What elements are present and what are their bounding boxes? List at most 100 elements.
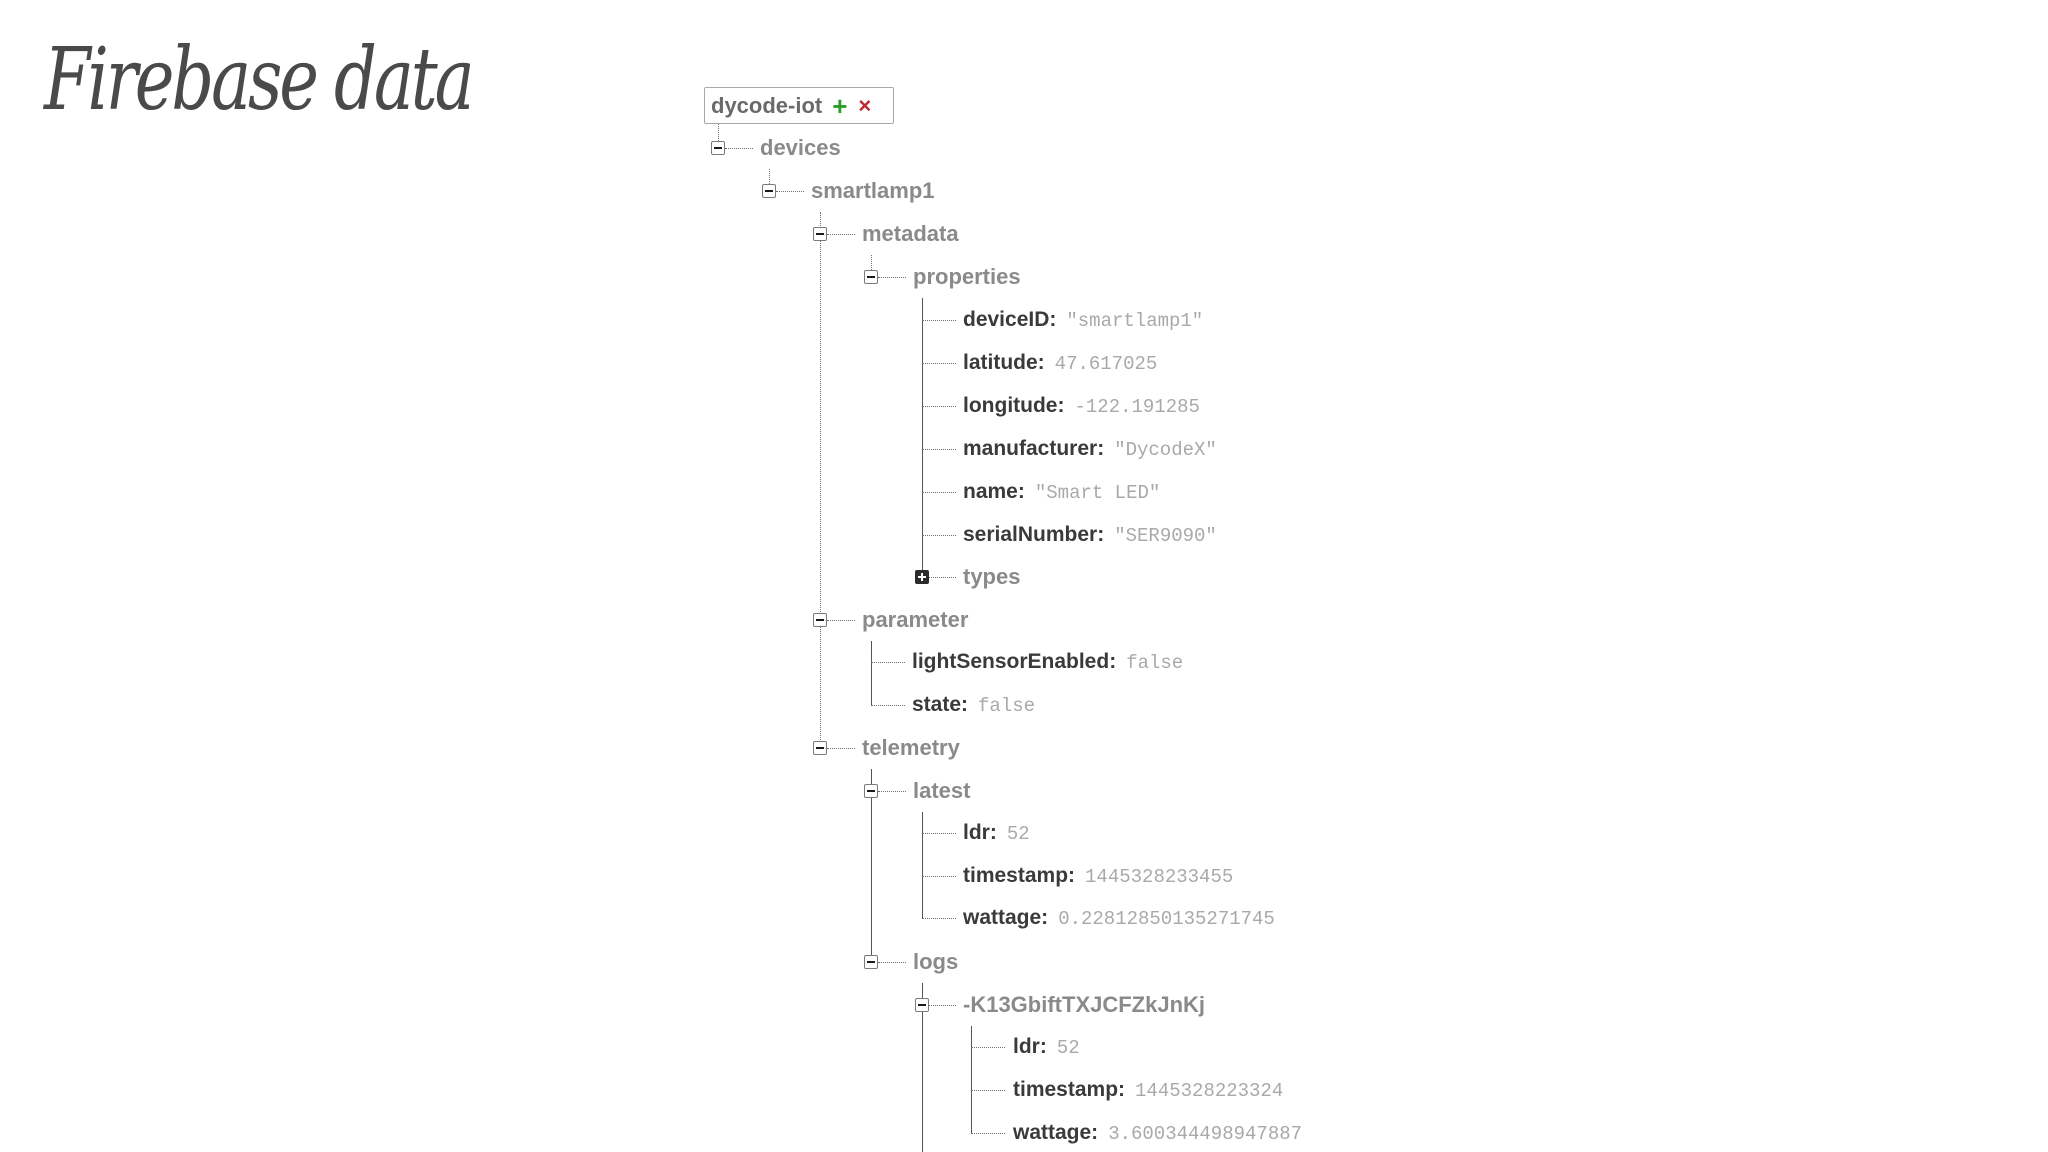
collapse-icon[interactable] [864, 270, 878, 284]
tree-connector [929, 577, 956, 578]
tree-leaf[interactable]: timestamp: 1445328233455 [963, 865, 1233, 887]
tree-connector [827, 620, 855, 621]
leaf-value: 1445328223324 [1135, 1080, 1284, 1102]
tree-leaf[interactable]: ldr: 52 [1013, 1036, 1080, 1058]
leaf-key: manufacturer: [963, 437, 1105, 460]
tree-node-parameter[interactable]: parameter [862, 607, 969, 632]
tree-connector [878, 277, 906, 278]
tree-leaf[interactable]: manufacturer: "DycodeX" [963, 438, 1217, 460]
tree-connector [725, 148, 753, 149]
expand-icon[interactable] [915, 570, 929, 584]
collapse-icon[interactable] [711, 141, 725, 155]
tree-node-latest[interactable]: latest [913, 778, 971, 803]
tree-connector [971, 1133, 1005, 1134]
tree-connector [922, 983, 923, 1152]
leaf-value: 3.600344498947887 [1108, 1123, 1303, 1145]
leaf-value: 1445328233455 [1085, 866, 1234, 888]
leaf-value: "smartlamp1" [1066, 310, 1204, 332]
tree-connector [820, 212, 821, 748]
tree-connector [871, 255, 872, 270]
tree-connector [776, 191, 804, 192]
tree-connector [827, 748, 855, 749]
leaf-key: ldr: [1013, 1035, 1047, 1058]
plus-icon[interactable]: + [832, 90, 848, 121]
tree-connector [922, 833, 956, 834]
tree-connector [922, 812, 923, 918]
tree-leaf[interactable]: serialNumber: "SER9090" [963, 524, 1217, 546]
tree-leaf[interactable]: wattage: 3.600344498947887 [1013, 1122, 1302, 1144]
leaf-key: serialNumber: [963, 523, 1105, 546]
tree-connector [922, 406, 956, 407]
leaf-key: state: [912, 693, 969, 716]
tree-connector [929, 1005, 956, 1006]
tree-connector [871, 662, 905, 663]
tree-node-metadata[interactable]: metadata [862, 221, 959, 246]
leaf-key: latitude: [963, 351, 1045, 374]
tree-connector [922, 876, 956, 877]
tree-node-devices[interactable]: devices [760, 135, 841, 160]
leaf-key: longitude: [963, 394, 1065, 417]
tree-connector [971, 1090, 1005, 1091]
leaf-value: 0.22812850135271745 [1058, 908, 1275, 930]
collapse-icon[interactable] [864, 784, 878, 798]
leaf-value: "SER9090" [1114, 525, 1217, 547]
tree-connector [971, 1026, 972, 1133]
tree-leaf[interactable]: lightSensorEnabled: false [912, 651, 1183, 673]
tree-connector [871, 641, 872, 705]
leaf-value: "DycodeX" [1114, 439, 1217, 461]
tree-leaf[interactable]: latitude: 47.617025 [963, 352, 1157, 374]
tree-connector [718, 124, 719, 141]
tree-connector [827, 234, 855, 235]
collapse-icon[interactable] [813, 741, 827, 755]
tree-connector [878, 791, 906, 792]
tree-connector [871, 769, 872, 962]
tree-connector [922, 918, 956, 919]
tree-leaf[interactable]: state: false [912, 694, 1035, 716]
tree-connector [922, 535, 956, 536]
tree-leaf[interactable]: wattage: 0.22812850135271745 [963, 907, 1275, 929]
tree-node-logs[interactable]: logs [913, 949, 959, 974]
leaf-value: "Smart LED" [1034, 482, 1161, 504]
tree-leaf[interactable]: name: "Smart LED" [963, 481, 1160, 503]
collapse-icon[interactable] [813, 613, 827, 627]
leaf-key: timestamp: [1013, 1078, 1126, 1101]
collapse-icon[interactable] [915, 998, 929, 1012]
collapse-icon[interactable] [762, 184, 776, 198]
tree-node-types[interactable]: types [963, 564, 1021, 589]
leaf-key: wattage: [1013, 1121, 1099, 1144]
tree-leaf[interactable]: longitude: -122.191285 [963, 395, 1200, 417]
slide-title: Firebase data [44, 30, 475, 130]
leaf-value: false [1126, 652, 1184, 674]
x-icon[interactable]: × [858, 92, 872, 118]
leaf-key: ldr: [963, 821, 997, 844]
root-node[interactable]: dycode-iot + × [704, 87, 894, 124]
collapse-icon[interactable] [813, 227, 827, 241]
leaf-value: 47.617025 [1054, 353, 1158, 375]
tree-leaf[interactable]: ldr:52 [963, 822, 1030, 844]
leaf-key: timestamp: [963, 864, 1076, 887]
tree-connector [922, 449, 956, 450]
tree-connector [769, 169, 770, 184]
leaf-value: 52 [1056, 1037, 1080, 1059]
leaf-key: wattage: [963, 906, 1049, 929]
tree-connector [922, 298, 923, 577]
tree-connector [922, 320, 956, 321]
tree-connector [922, 363, 956, 364]
tree-connector [871, 705, 905, 706]
leaf-value: false [978, 695, 1036, 717]
tree-node-properties[interactable]: properties [913, 264, 1021, 289]
leaf-key: name: [963, 480, 1025, 503]
tree-node-log-entry[interactable]: -K13GbiftTXJCFZkJnKj [963, 992, 1206, 1017]
tree-leaf[interactable]: timestamp: 1445328223324 [1013, 1079, 1283, 1101]
tree-node-smartlamp1[interactable]: smartlamp1 [811, 178, 935, 203]
leaf-key: lightSensorEnabled: [912, 650, 1117, 673]
tree-leaf[interactable]: deviceID: "smartlamp1" [963, 309, 1203, 331]
tree-connector [971, 1047, 1005, 1048]
leaf-value: -122.191285 [1074, 396, 1200, 418]
root-node-label: dycode-iot [711, 92, 823, 118]
leaf-key: deviceID: [963, 308, 1057, 331]
tree-connector [878, 962, 906, 963]
tree-node-telemetry[interactable]: telemetry [862, 735, 960, 760]
collapse-icon[interactable] [864, 955, 878, 969]
